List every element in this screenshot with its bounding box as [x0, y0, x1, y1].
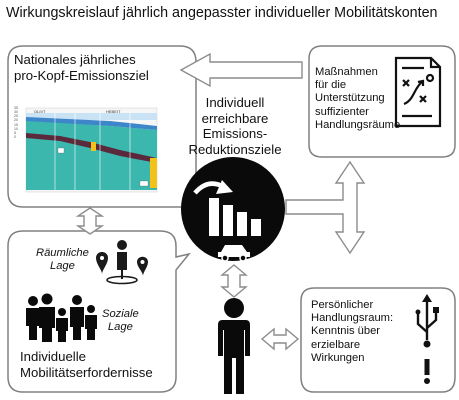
- social-line-1: Soziale: [102, 308, 139, 320]
- measures-line-3: Unterstützung: [315, 92, 385, 105]
- location-pin-icon: [96, 240, 148, 285]
- mini-emission-chart: [25, 107, 158, 193]
- measures-line-2: für die: [315, 79, 347, 92]
- personal-space-line-4: erzielbare: [311, 338, 361, 351]
- mini-chart-tick: 20: [14, 118, 18, 123]
- measures-line-4: suffizienter: [315, 105, 369, 118]
- arrow-center-to-right-branch: [285, 160, 366, 255]
- personal-space-line-3: Kenntnis über: [311, 325, 381, 338]
- personal-space-line-1: Persönlicher: [311, 299, 374, 311]
- measures-box: [308, 45, 456, 158]
- mini-chart-y-ticks: 35 30 25 20 15 10 5 0: [14, 106, 18, 139]
- mobility-needs-line-2: Mobilitätserfordernisse: [20, 364, 153, 380]
- spatial-line-1: Räumliche: [36, 247, 89, 259]
- center-line-2: erreichbare: [201, 110, 269, 126]
- spatial-location-label: Räumliche Lage: [36, 247, 89, 273]
- spatial-line-2: Lage: [49, 260, 75, 273]
- center-goal-text: Individuell erreichbare Emissions- Reduk…: [183, 95, 287, 157]
- social-location-label: Soziale Lage: [102, 308, 139, 334]
- center-line-3: Emissions-: [202, 126, 268, 142]
- mobility-needs-line-1: Individuelle: [20, 349, 86, 364]
- measures-text: Maßnahmen für die Unterstützung suffizie…: [315, 66, 400, 132]
- car-icon: [218, 245, 250, 262]
- emission-chart-icon: [181, 157, 285, 261]
- social-line-2: Lage: [107, 321, 133, 334]
- page-title: Wirkungskreislauf jährlich angepasster i…: [6, 5, 438, 21]
- arrow-center-person: [220, 264, 248, 298]
- personal-space-line-2: Handlungsraum:: [311, 312, 394, 325]
- mini-chart-tick: 10: [14, 126, 18, 131]
- measures-line-5: Handlungsräume: [315, 118, 401, 131]
- mini-chart-tick: 35: [14, 106, 18, 110]
- family-icon: [26, 293, 97, 342]
- arrow-national-needs: [75, 207, 105, 235]
- mini-chart-label-b: HEBEIT: [106, 109, 121, 114]
- arrow-person-personal-space: [260, 327, 300, 351]
- national-target-line-2: pro-Kopf-Emissionsziel: [14, 67, 149, 83]
- usb-icon: [415, 294, 439, 348]
- mini-chart-tick: 15: [14, 122, 18, 127]
- personal-space-text: Persönlicher Handlungsraum: Kenntnis übe…: [311, 299, 393, 365]
- mobility-needs-title: Individuelle Mobilitätserfordernisse: [20, 349, 153, 380]
- exclamation-icon: [424, 359, 430, 384]
- mini-chart-tick: 0: [14, 134, 16, 139]
- mini-chart-label-a: OLIVT: [34, 109, 46, 114]
- mini-chart-tick: 30: [14, 110, 18, 115]
- measures-line-1: Maßnahmen: [315, 66, 378, 78]
- mini-chart-tick: 25: [14, 114, 18, 119]
- arrow-measures-to-national: [179, 52, 303, 88]
- national-target-line-1: Nationales jährliches: [14, 52, 136, 67]
- document-checklist-icon: [394, 56, 442, 128]
- person-icon: [218, 298, 250, 394]
- national-target-title: Nationales jährliches pro-Kopf-Emissions…: [14, 52, 149, 83]
- center-line-4: Reduktionsziele: [188, 141, 282, 157]
- personal-space-line-5: Wirkungen: [311, 351, 365, 364]
- mini-chart-tick: 5: [14, 130, 16, 135]
- center-line-1: Individuell: [205, 95, 265, 110]
